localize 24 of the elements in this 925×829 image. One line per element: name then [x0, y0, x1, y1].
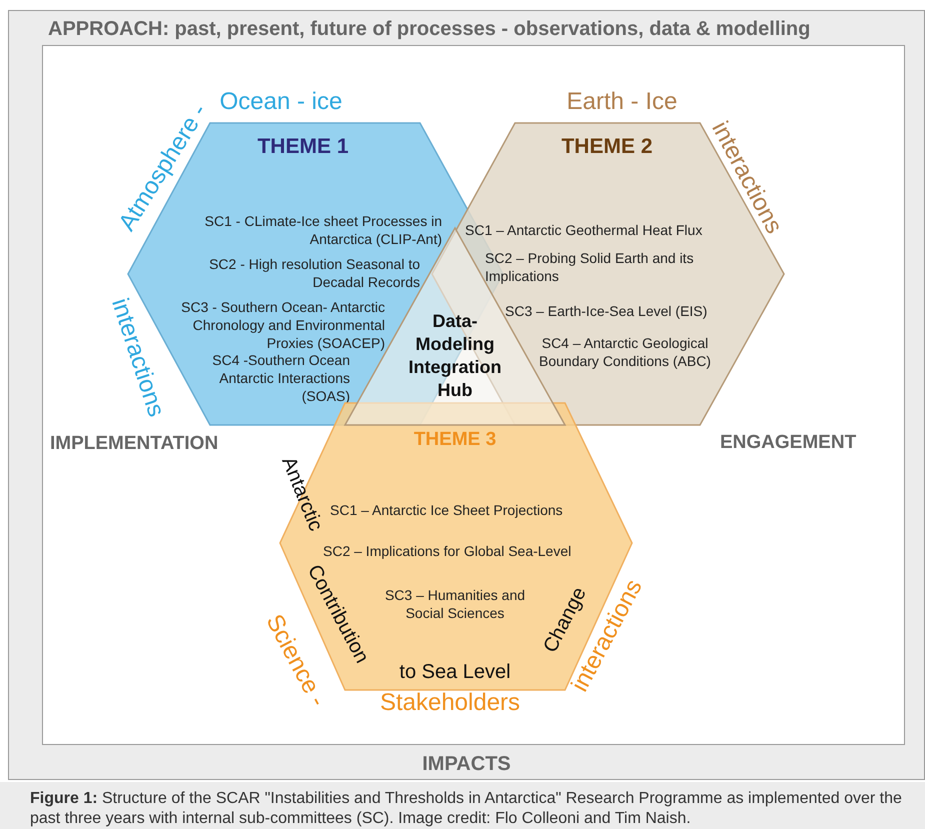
edge-text: to Sea Level — [398, 660, 512, 685]
side-heading: IMPLEMENTATION — [50, 433, 218, 455]
subcommittee-text: SC2 – Implications for Global Sea-Level — [323, 542, 572, 560]
theme-heading: THEME 2 — [560, 134, 654, 160]
figure-caption: Figure 1: Structure of the SCAR "Instabilities and Thresholds in Antarctica" Research Programme as implemented over the past three years with internal sub-committees (SC). Image credit: Flo Colleoni and Tim Naish. — [30, 789, 903, 829]
subcommittee-text: SC3 – Humanities and Social Sciences — [384, 586, 526, 622]
subcommittee-text: SC4 – Antarctic Geological Boundary Conditions (ABC) — [538, 334, 712, 370]
subcommittee-text: SC1 – Antarctic Geothermal Heat Flux — [465, 221, 704, 239]
subcommittee-text: SC4 -Southern Ocean Antarctic Interactions (SOAS) — [211, 351, 350, 405]
subcommittee-text: SC2 – Probing Solid Earth and its Implications — [485, 249, 695, 285]
side-heading: ENGAGEMENT — [720, 432, 856, 454]
subcommittee-text: SC1 - CLimate-Ice sheet Processes in Antarctica (CLIP-Ant) — [204, 212, 442, 248]
hub-label: Data- Modeling Integration Hub — [408, 310, 502, 402]
theme-caption: Stakeholders — [378, 688, 522, 717]
subcommittee-text: SC1 – Antarctic Ice Sheet Projections — [330, 501, 564, 519]
subcommittee-text: SC3 - Southern Ocean- Antarctic Chronology and Environmental Proxies (SOACEP) — [180, 298, 385, 352]
theme-caption: Earth - Ice — [566, 87, 678, 116]
subcommittee-text: SC2 - High resolution Seasonal to Decadal Records — [208, 255, 420, 291]
theme-heading: THEME 3 — [412, 428, 498, 452]
band-heading: APPROACH: past, present, future of processes - observations, data & modelling — [48, 17, 812, 42]
band-heading: IMPACTS — [421, 752, 512, 777]
subcommittee-text: SC3 – Earth-Ice-Sea Level (EIS) — [505, 302, 708, 320]
theme-heading: THEME 1 — [256, 134, 350, 160]
theme-caption: Ocean - ice — [218, 87, 344, 116]
